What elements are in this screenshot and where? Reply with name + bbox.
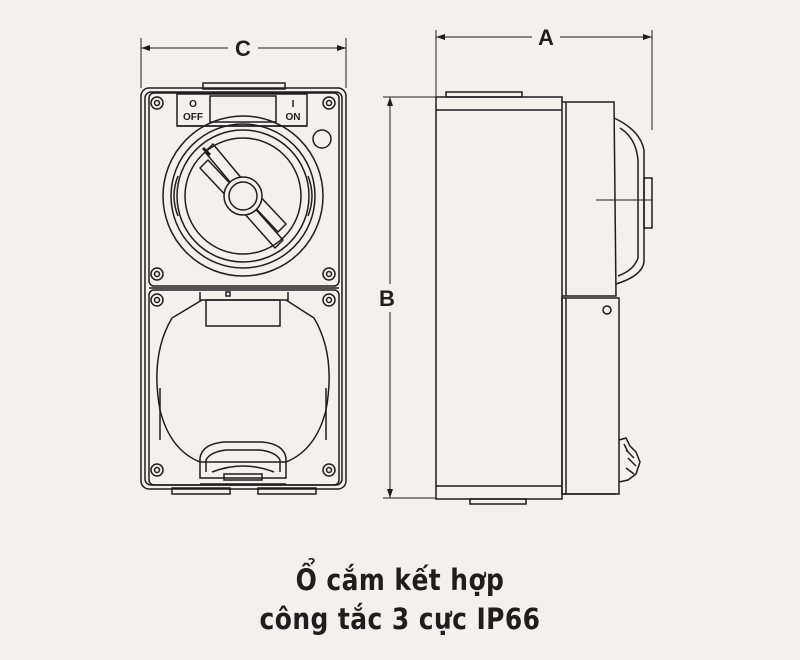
switch-panel: O OFF I ON (148, 92, 340, 289)
dimension-b: B (379, 96, 436, 499)
screw-icon (150, 267, 164, 281)
front-view: O OFF I ON (140, 82, 347, 495)
dimension-a: A (435, 25, 653, 130)
off-label: OFF (183, 112, 203, 123)
caption-line-1: Ổ cắm kết hợp (295, 563, 505, 597)
on-label: ON (286, 112, 301, 123)
rotary-switch-icon (162, 115, 324, 277)
screw-icon (322, 267, 336, 281)
screw-icon (322, 293, 336, 307)
screw-icon (150, 96, 164, 110)
dimension-label-c: C (235, 36, 251, 61)
off-symbol: O (189, 99, 197, 110)
dimension-c: C (140, 36, 347, 88)
socket-panel (148, 289, 340, 486)
indicator-lamp-icon (312, 129, 332, 149)
cable-gland-icon (618, 437, 641, 483)
dimension-label-a: A (538, 25, 554, 50)
screw-icon (150, 293, 164, 307)
screw-icon (150, 463, 164, 477)
screw-icon (322, 96, 336, 110)
screw-icon (322, 463, 336, 477)
dimension-label-b: B (379, 286, 395, 311)
side-view (435, 91, 653, 505)
latch-icon (199, 441, 287, 485)
on-symbol: I (292, 99, 295, 110)
caption-line-2: công tắc 3 cực IP66 (259, 602, 541, 636)
